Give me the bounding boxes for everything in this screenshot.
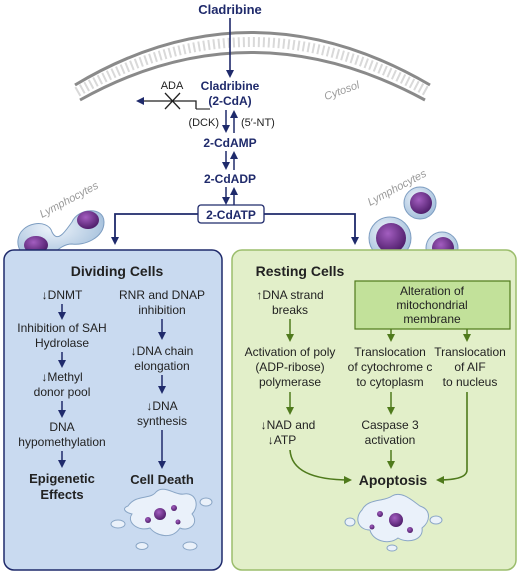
- caspase-line1: Caspase 3: [361, 418, 419, 432]
- synthesis-line2: synthesis: [137, 414, 187, 428]
- rnr-line2: inhibition: [138, 303, 185, 317]
- chain-line1: ↓DNA chain: [131, 344, 194, 358]
- apoptotic-cell-icon: [344, 493, 443, 552]
- caspase-line2: activation: [365, 433, 416, 447]
- resting-cells-title: Resting Cells: [256, 263, 345, 279]
- rnr-line1: RNR and DNAP: [119, 288, 205, 302]
- parp-line1: Activation of poly: [245, 345, 336, 359]
- cdadp-label: 2-CdADP: [204, 172, 256, 186]
- branch-left-arrow: [111, 213, 198, 245]
- sah-line1: Inhibition of SAH: [17, 321, 106, 335]
- ada-label: ADA: [161, 80, 184, 92]
- dnmt-label: ↓DNMT: [42, 288, 83, 302]
- cda-abbr-label: (2-CdA): [208, 94, 251, 108]
- strand-breaks-line1: ↑DNA strand: [256, 288, 323, 302]
- methyl-line2: donor pool: [34, 385, 91, 399]
- cell-death-label: Cell Death: [130, 472, 194, 487]
- apoptosis-label: Apoptosis: [359, 472, 428, 488]
- sah-line2: Hydrolase: [35, 336, 89, 350]
- nt5-label: (5′-NT): [241, 117, 275, 129]
- mito-line1: Alteration of: [400, 284, 465, 298]
- methyl-line1: ↓Methyl: [41, 370, 82, 384]
- aif-line1: Translocation: [434, 345, 506, 359]
- cladribine-inner-label: Cladribine: [201, 79, 260, 93]
- fragmented-cell-icon: [110, 488, 213, 551]
- chain-line2: elongation: [134, 359, 189, 373]
- hypomethylation-line1: DNA: [49, 420, 74, 434]
- nad-to-apoptosis-arrow: [289, 449, 352, 484]
- epigenetic-effects-line2: Effects: [40, 487, 83, 502]
- dck-label: (DCK): [188, 117, 219, 129]
- parp-line2: (ADP-ribose): [255, 360, 324, 374]
- strand-breaks-line2: breaks: [272, 303, 308, 317]
- cladribine-label: Cladribine: [198, 2, 262, 17]
- nad-line2: ↓ATP: [268, 433, 296, 447]
- mito-line3: membrane: [403, 312, 461, 326]
- mitochondrial-box: [354, 280, 511, 330]
- cdamp-label: 2-CdAMP: [203, 136, 256, 150]
- aif-line3: to nucleus: [443, 375, 498, 389]
- synthesis-line1: ↓DNA: [146, 399, 177, 413]
- resting-cells-panel: [231, 249, 517, 571]
- dividing-cells-title: Dividing Cells: [71, 263, 164, 279]
- cytc-line2: of cytochrome c: [348, 360, 433, 374]
- cytc-line1: Translocation: [354, 345, 426, 359]
- cytc-line3: to cytoplasm: [356, 375, 423, 389]
- ada-arrow: [136, 97, 197, 109]
- aif-to-apoptosis-arrow: [436, 392, 468, 484]
- cytosol-label: Cytosol: [323, 79, 362, 103]
- hypomethylation-line2: hypomethylation: [18, 435, 105, 449]
- blocked-x-icon: [164, 92, 181, 110]
- cdatp-label: 2-CdATP: [206, 208, 256, 222]
- parp-line3: polymerase: [259, 375, 321, 389]
- epigenetic-effects-line1: Epigenetic: [29, 471, 95, 486]
- mito-line2: mitochondrial: [396, 298, 467, 312]
- dividing-lymphocyte-icon: [17, 210, 105, 260]
- aif-line2: of AIF: [454, 360, 485, 374]
- cell-membrane: [74, 31, 431, 102]
- branch-right-arrow: [264, 213, 359, 245]
- nad-line1: ↓NAD and: [261, 418, 316, 432]
